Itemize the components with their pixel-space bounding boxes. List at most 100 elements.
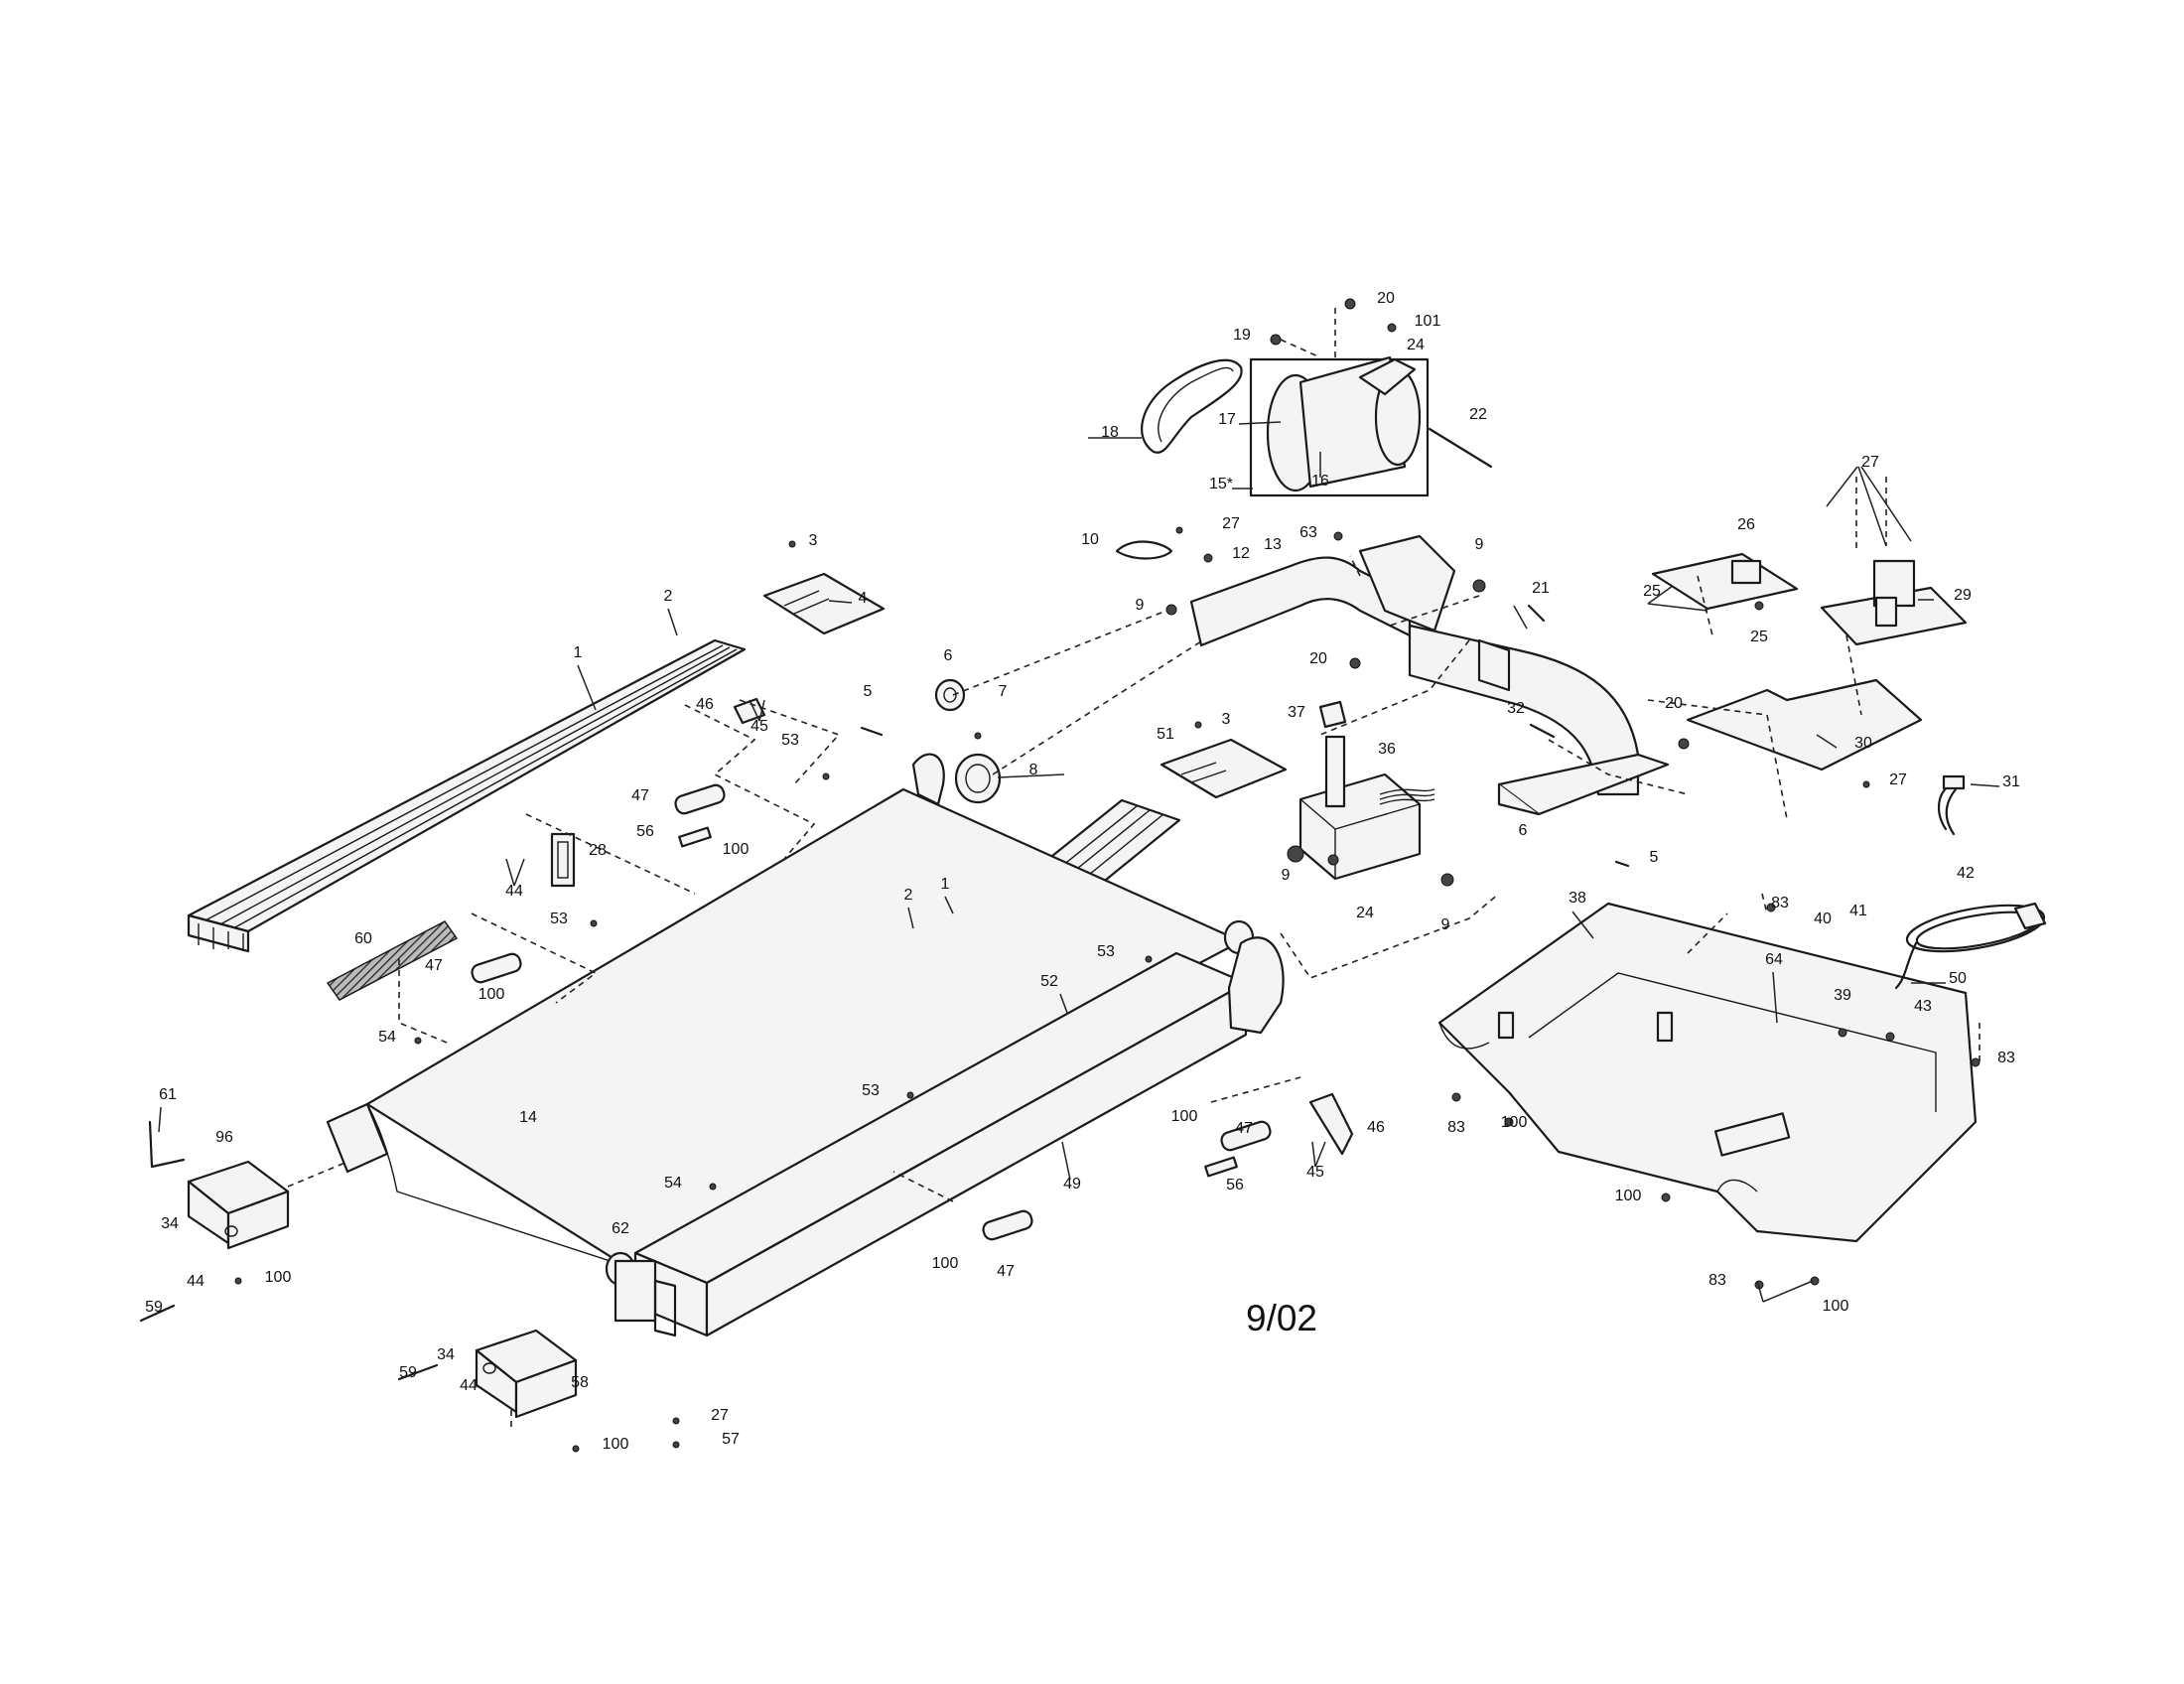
part-callout-20: 20 [1309, 650, 1327, 667]
allen-wrench-61 [148, 1120, 186, 1169]
bracket-46-b [1308, 1092, 1354, 1156]
part-callout-101: 101 [1415, 313, 1441, 330]
part-callout-58: 58 [571, 1374, 589, 1391]
part-callout-63: 63 [1299, 524, 1317, 541]
controller-board-26 [1651, 552, 1799, 611]
part-callout-83: 83 [1997, 1050, 2015, 1066]
part-callout-54: 54 [664, 1175, 682, 1192]
part-callout-27: 27 [1889, 772, 1907, 788]
part-callout-100: 100 [1171, 1108, 1198, 1125]
base-cover-38 [1437, 902, 1978, 1243]
part-callout-61: 61 [159, 1086, 177, 1103]
part-callout-100: 100 [932, 1255, 959, 1272]
isolator-47-a [674, 783, 726, 815]
hood-bracket-51 [1160, 738, 1288, 799]
part-callout-30: 30 [1854, 735, 1872, 752]
part-callout-45: 45 [751, 718, 768, 735]
wire-10 [1115, 540, 1173, 560]
part-callout-52: 52 [1040, 973, 1058, 990]
part-callout-56: 56 [636, 823, 654, 840]
part-callout-42: 42 [1957, 865, 1975, 882]
mounting-plate-30 [1686, 678, 1923, 772]
part-callout-1: 1 [574, 644, 583, 661]
isolator-47-b [471, 952, 522, 984]
part-callout-2: 2 [664, 588, 673, 605]
incline-motor [1298, 700, 1435, 881]
part-callout-44: 44 [505, 883, 523, 900]
part-callout-9: 9 [1475, 536, 1484, 553]
power-cord-42 [1894, 902, 2047, 990]
part-callout-22: 22 [1469, 406, 1487, 423]
part-callout-16: 16 [1311, 473, 1329, 490]
wire-harness-31 [1938, 774, 1966, 836]
part-callout-100: 100 [603, 1436, 629, 1453]
part-callout-45: 45 [1306, 1164, 1324, 1181]
rear-roller [1223, 919, 1285, 1035]
part-callout-53: 53 [1097, 943, 1115, 960]
part-callout-32: 32 [1507, 700, 1525, 717]
part-callout-26: 26 [1737, 516, 1755, 533]
isolator-47-c [1220, 1120, 1272, 1152]
part-callout-83: 83 [1447, 1119, 1465, 1136]
part-callout-28: 28 [589, 842, 607, 859]
part-callout-6: 6 [944, 647, 953, 664]
part-callout-2: 2 [904, 887, 913, 904]
part-callout-3: 3 [809, 532, 818, 549]
part-callout-5: 5 [864, 683, 873, 700]
part-callout-46: 46 [1367, 1119, 1385, 1136]
part-callout-53: 53 [550, 911, 568, 927]
part-callout-27: 27 [1222, 515, 1240, 532]
part-callout-27: 27 [711, 1407, 729, 1424]
end-cap-58 [475, 1329, 578, 1419]
part-callout-100: 100 [1615, 1188, 1642, 1204]
spacer-56-b [1204, 1156, 1238, 1178]
part-callout-8: 8 [1029, 762, 1038, 778]
part-callout-57: 57 [722, 1431, 740, 1448]
drive-belt [1141, 358, 1243, 454]
part-callout-83: 83 [1708, 1272, 1726, 1289]
part-callout-44: 44 [460, 1377, 478, 1394]
part-callout-36: 36 [1378, 741, 1396, 758]
part-callout-100: 100 [1501, 1114, 1528, 1131]
part-callout-37: 37 [1288, 704, 1305, 721]
part-callout-14: 14 [519, 1109, 537, 1126]
part-callout-27: 27 [1861, 454, 1879, 471]
motor-pulley [911, 753, 1002, 806]
part-callout-21: 21 [1532, 580, 1550, 597]
part-callout-47: 47 [1235, 1120, 1253, 1137]
front-roller [605, 1251, 677, 1337]
part-callout-53: 53 [781, 732, 799, 749]
upright-frame [1189, 534, 1670, 816]
part-callout-47: 47 [425, 957, 443, 974]
part-callout-1: 1 [941, 876, 950, 893]
part-callout-53: 53 [862, 1082, 880, 1099]
part-callout-39: 39 [1834, 987, 1851, 1004]
part-callout-49: 49 [1063, 1176, 1081, 1193]
spacer-56-a [678, 826, 712, 848]
part-callout-3: 3 [1222, 711, 1231, 728]
callout-labels: 112233455667899991012131415*161718192020… [145, 290, 2020, 1453]
grip-strip-60 [326, 920, 459, 1001]
part-callout-46: 46 [696, 696, 714, 713]
part-callout-34: 34 [437, 1346, 455, 1363]
motor-assembly [1249, 355, 1430, 497]
hood-bracket-4 [762, 572, 886, 635]
part-callout-96: 96 [215, 1129, 233, 1146]
part-callout-100: 100 [265, 1269, 292, 1286]
part-callout-29: 29 [1954, 587, 1972, 604]
part-callout-83: 83 [1771, 895, 1789, 912]
fasteners [139, 298, 1980, 1453]
part-callout-25: 25 [1750, 629, 1768, 645]
bracket-28 [550, 832, 576, 888]
part-callout-9: 9 [1136, 597, 1145, 614]
part-callout-15-star: 15* [1209, 476, 1233, 492]
part-callout-9: 9 [1282, 867, 1291, 884]
part-callout-47: 47 [997, 1263, 1015, 1280]
part-callout-54: 54 [378, 1029, 396, 1046]
left-side-rail [187, 638, 747, 953]
diagram-footer-date: 9/02 [1246, 1298, 1317, 1338]
deck-platform [633, 951, 1248, 1337]
part-callout-20: 20 [1665, 695, 1683, 712]
part-callout-59: 59 [145, 1299, 163, 1316]
